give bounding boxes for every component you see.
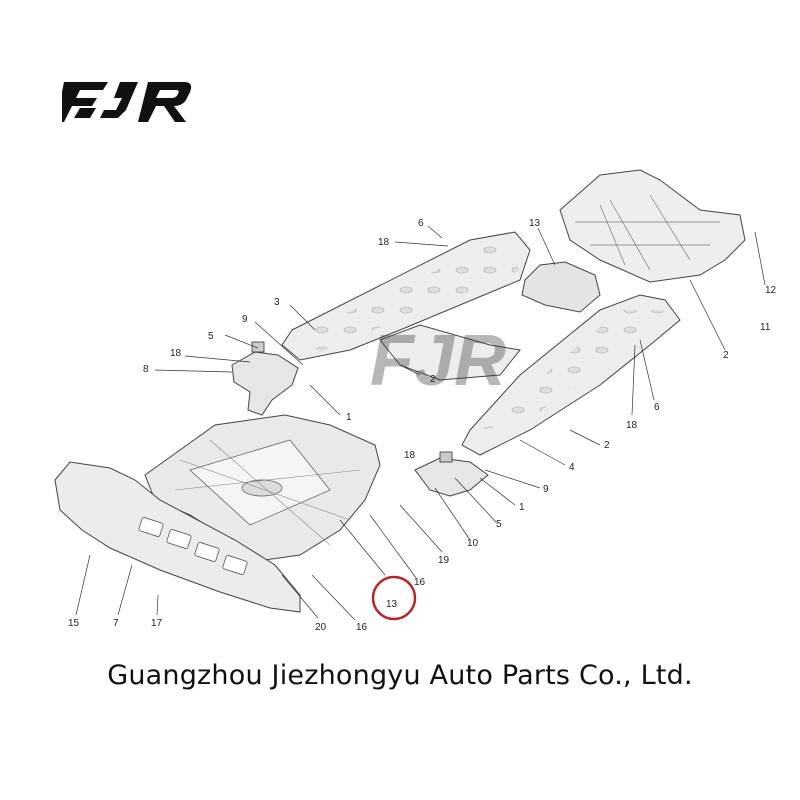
- highlight-callout-13: 13: [371, 575, 417, 621]
- front-shield-part-7: [54, 461, 301, 613]
- callout-13: 13: [386, 599, 398, 610]
- watermark-text: FJR: [370, 321, 506, 401]
- callout-2: 2: [604, 440, 610, 451]
- callout-labels: 6 18 13 12 11 2 3 9 5 18 8 1 2 18 6 2 4 …: [68, 218, 777, 633]
- callout-7: 7: [113, 618, 119, 629]
- callout-5: 5: [208, 331, 214, 342]
- callout-22: 20: [315, 622, 327, 633]
- brand-logo: [56, 78, 197, 126]
- rear-shield-part: [559, 169, 746, 283]
- side-shield-part-3: [281, 231, 531, 361]
- callout-8: 8: [143, 364, 149, 375]
- callout-4: 4: [569, 462, 575, 473]
- callout-6: 6: [418, 218, 424, 229]
- bracket-part-5-left: [231, 341, 299, 416]
- callout-10: 10: [467, 538, 479, 549]
- leader-lines: [75, 225, 766, 621]
- callout-19: 18: [170, 348, 182, 359]
- callout-18: 16: [414, 577, 426, 588]
- callout-20: 19: [438, 555, 450, 566]
- callout-9: 9: [242, 314, 248, 325]
- side-shield-part-4: [379, 294, 681, 456]
- callout-19: 18: [404, 450, 416, 461]
- callout-11: 11: [760, 322, 771, 333]
- fjr-logo-icon: [56, 82, 192, 122]
- callout-1: 1: [519, 502, 525, 513]
- callout-18: 16: [356, 622, 368, 633]
- callout-1: 1: [346, 412, 352, 423]
- callout-12: 12: [765, 285, 777, 296]
- company-name: Guangzhou Jiezhongyu Auto Parts Co., Ltd…: [107, 660, 693, 691]
- bracket-part-5-right: [414, 451, 489, 497]
- callout-2: 2: [430, 374, 436, 385]
- callout-2: 2: [723, 350, 729, 361]
- callout-3: 3: [274, 297, 280, 308]
- callout-15: 13: [529, 218, 541, 229]
- center-shield-part-13: [144, 414, 381, 561]
- callout-16: 15: [68, 618, 80, 629]
- callout-19: 18: [378, 237, 390, 248]
- callout-9: 9: [543, 484, 549, 495]
- bracket-part-15: [521, 261, 601, 313]
- callout-6: 6: [654, 402, 660, 413]
- callout-17: 17: [151, 618, 163, 629]
- callout-5: 5: [496, 519, 502, 530]
- highlight-ring: [371, 575, 417, 621]
- callout-19: 18: [626, 420, 638, 431]
